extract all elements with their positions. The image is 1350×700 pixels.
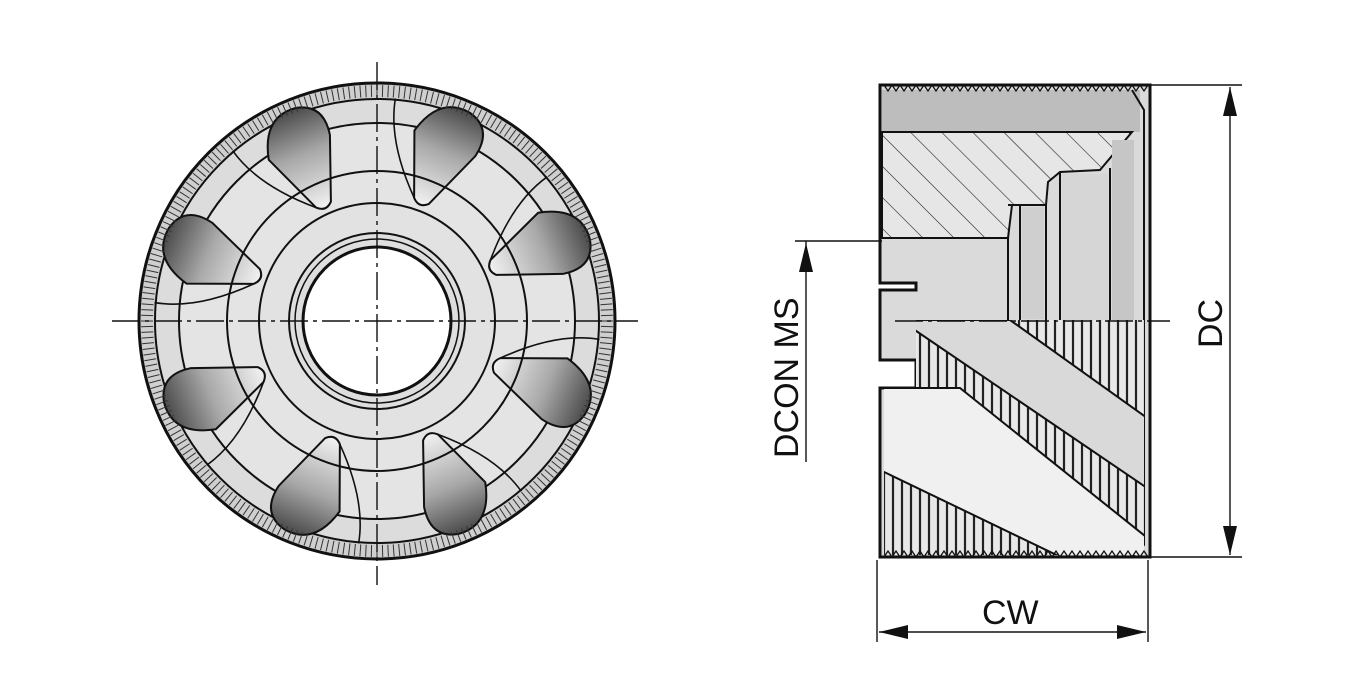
dcon-arrow-icon <box>799 243 813 272</box>
dc-arrow-bottom-icon <box>1223 526 1237 555</box>
top-band <box>882 90 1140 132</box>
end-view-cutter <box>112 62 638 585</box>
flute-band-1 <box>896 320 1144 492</box>
dc-label: DC <box>1192 299 1230 348</box>
serration-group <box>141 85 613 557</box>
cw-label: CW <box>982 594 1039 632</box>
dimension-group: DCON MS DC CW <box>768 84 1242 642</box>
side-serrations <box>883 84 1149 558</box>
side-view-cutter <box>878 83 1170 559</box>
bore-strip-1 <box>1022 207 1044 319</box>
cw-arrow-right-icon <box>1117 625 1146 639</box>
cw-arrow-left-icon <box>879 625 908 639</box>
bore-strip-3 <box>1112 140 1134 320</box>
dc-arrow-top-icon <box>1223 87 1237 116</box>
dcon-ms-label: DCON MS <box>768 297 806 458</box>
bore-strip-2 <box>1062 174 1108 320</box>
flute-band-2 <box>884 387 1144 555</box>
bore-steps <box>882 168 1111 320</box>
